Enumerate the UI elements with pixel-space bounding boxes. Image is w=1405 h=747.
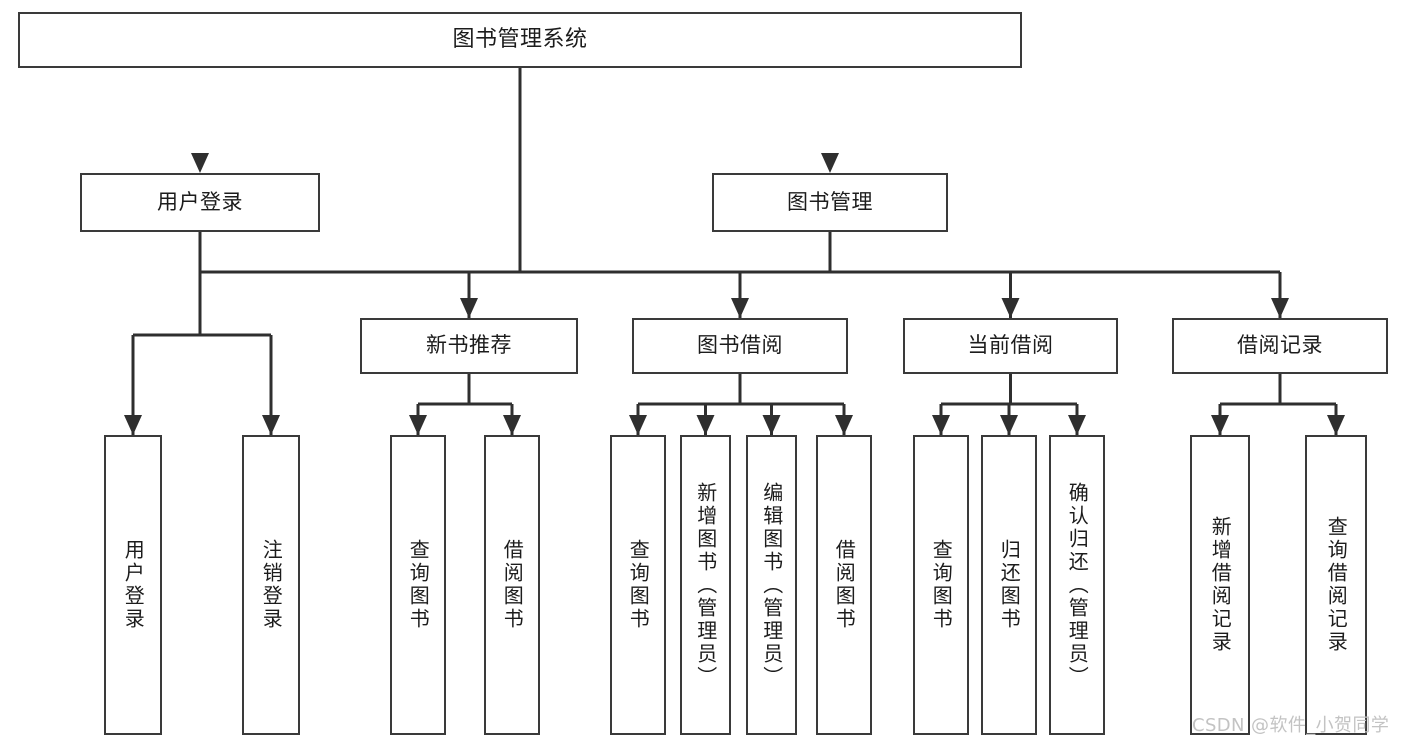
node-current-borrow[interactable]: 当前借阅 — [903, 318, 1118, 374]
node-label: 用户登录 — [121, 539, 146, 631]
node-label: 查询图书 — [406, 539, 431, 631]
node-label: 查询借阅记录 — [1324, 516, 1349, 654]
node-label: 新书推荐 — [426, 333, 512, 358]
node-book-borrow[interactable]: 图书借阅 — [632, 318, 848, 374]
node-leaf-user-login[interactable]: 用户登录 — [104, 435, 162, 735]
node-label: 图书管理 — [787, 189, 873, 214]
node-user-login[interactable]: 用户登录 — [80, 173, 320, 232]
node-label: 新增借阅记录 — [1208, 516, 1233, 654]
node-leaf-query-book-3[interactable]: 查询图书 — [913, 435, 969, 735]
node-leaf-query-borrow-record[interactable]: 查询借阅记录 — [1305, 435, 1367, 735]
node-label: 用户登录 — [157, 189, 243, 214]
node-leaf-borrow-book-1[interactable]: 借阅图书 — [484, 435, 540, 735]
node-leaf-add-borrow-record[interactable]: 新增借阅记录 — [1190, 435, 1250, 735]
node-label: 查询图书 — [626, 539, 651, 631]
node-label: 确认归还（管理员） — [1065, 481, 1090, 689]
node-label: 当前借阅 — [967, 333, 1054, 358]
node-book-manage[interactable]: 图书管理 — [712, 173, 948, 232]
node-label: 新增图书（管理员） — [693, 481, 718, 689]
node-leaf-borrow-book-2[interactable]: 借阅图书 — [816, 435, 872, 735]
node-label: 注销登录 — [259, 539, 284, 631]
node-leaf-query-book-1[interactable]: 查询图书 — [390, 435, 446, 735]
node-label: 图书管理系统 — [452, 26, 588, 52]
node-new-book-recommend[interactable]: 新书推荐 — [360, 318, 578, 374]
node-borrow-record[interactable]: 借阅记录 — [1172, 318, 1388, 374]
node-leaf-query-book-2[interactable]: 查询图书 — [610, 435, 666, 735]
node-label: 借阅图书 — [832, 539, 857, 631]
node-root[interactable]: 图书管理系统 — [18, 12, 1022, 68]
node-label: 编辑图书（管理员） — [759, 481, 784, 689]
node-leaf-return-book[interactable]: 归还图书 — [981, 435, 1037, 735]
node-label: 借阅记录 — [1237, 333, 1323, 358]
node-label: 查询图书 — [929, 539, 954, 631]
node-leaf-edit-book[interactable]: 编辑图书（管理员） — [746, 435, 797, 735]
node-label: 图书借阅 — [697, 333, 783, 358]
node-label: 借阅图书 — [500, 539, 525, 631]
node-leaf-confirm-return[interactable]: 确认归还（管理员） — [1049, 435, 1105, 735]
node-label: 归还图书 — [997, 539, 1022, 631]
node-leaf-logout[interactable]: 注销登录 — [242, 435, 300, 735]
watermark-text: CSDN @软件_小贺同学 — [1192, 715, 1390, 736]
node-leaf-add-book[interactable]: 新增图书（管理员） — [680, 435, 731, 735]
